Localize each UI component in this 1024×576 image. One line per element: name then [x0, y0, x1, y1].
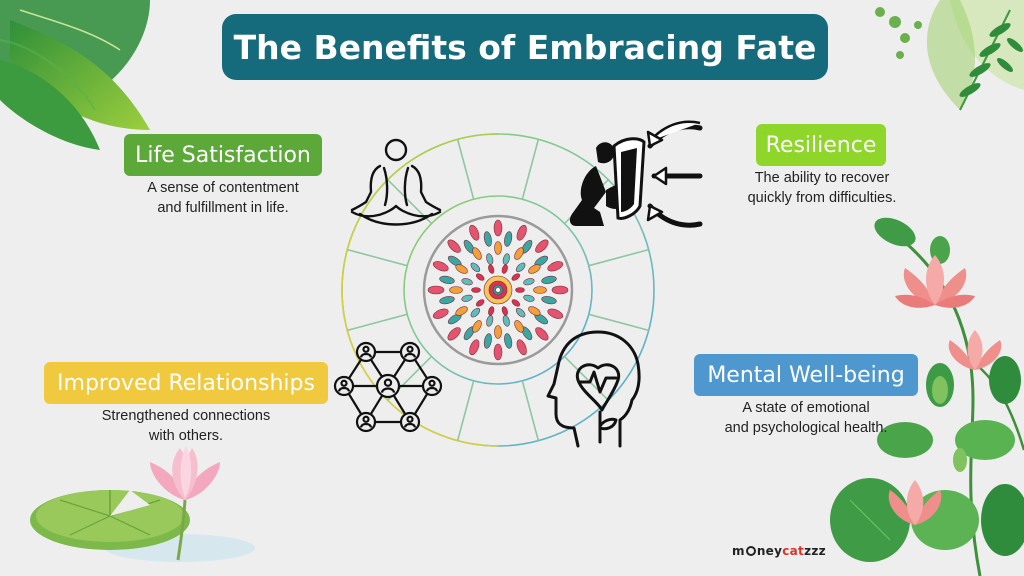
label-improved-relationships: Improved Relationships: [44, 362, 328, 404]
brand-accent: cat: [782, 544, 805, 558]
desc-mental-well-being-line1: A state of emotional: [742, 400, 870, 416]
desc-life-satisfaction-line2: and fulfillment in life.: [157, 200, 289, 216]
label-resilience: Resilience: [756, 124, 886, 166]
desc-mental-well-being-line2: and psychological health.: [724, 420, 888, 436]
brand-o-icon: [745, 546, 756, 556]
desc-resilience-line1: The ability to recover: [754, 170, 890, 186]
label-mental-well-being: Mental Well-being: [694, 354, 918, 396]
leaf-decoration-top-right: [875, 0, 1024, 111]
brand-prefix: m: [732, 544, 745, 558]
label-life-satisfaction: Life Satisfaction: [124, 134, 322, 176]
network-icon: [333, 341, 443, 433]
brand-middle: ney: [756, 544, 783, 558]
page-title: The Benefits of Embracing Fate: [222, 14, 828, 80]
desc-improved-relationships: Strengthened connections with others.: [84, 406, 288, 446]
shield-defense-icon: [569, 120, 703, 228]
desc-life-satisfaction: A sense of contentment and fulfillment i…: [116, 178, 330, 218]
mandala-icon: [427, 219, 569, 361]
desc-improved-relationships-line2: with others.: [148, 428, 224, 444]
brand-suffix: zzz: [804, 544, 826, 558]
desc-improved-relationships-line1: Strengthened connections: [101, 408, 271, 424]
meditation-icon: [350, 138, 442, 226]
desc-resilience-line2: quickly from difficulties.: [747, 190, 897, 206]
lotus-lily-pad-decoration: [30, 446, 255, 562]
desc-mental-well-being: A state of emotional and psychological h…: [698, 398, 914, 438]
leaf-decoration-top-left: [0, 0, 150, 150]
lotus-vine-decoration: [830, 217, 1024, 576]
desc-life-satisfaction-line1: A sense of contentment: [147, 180, 299, 196]
desc-resilience: The ability to recover quickly from diff…: [722, 168, 922, 208]
mind-heart-icon: [546, 330, 641, 448]
